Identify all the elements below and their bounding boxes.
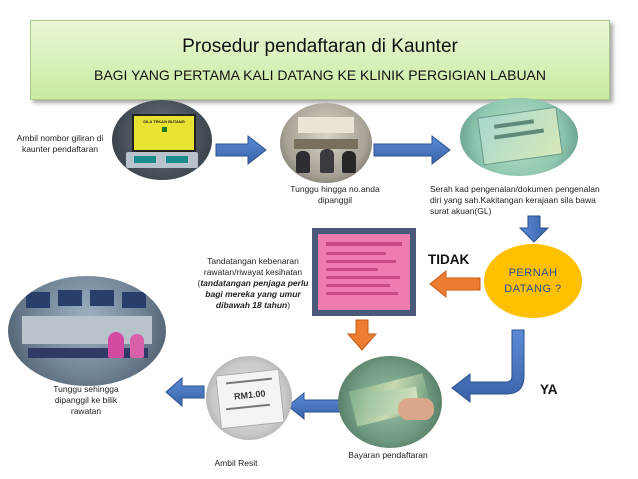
header-banner: Prosedur pendaftaran di Kaunter BAGI YAN… [30, 20, 610, 100]
arrow-payment-to-receipt [287, 391, 341, 421]
decision-pernah-datang: PERNAH DATANG ? [484, 244, 582, 318]
kiosk-buttons [126, 152, 198, 168]
kiosk-screen-text: SILA TEKAN BUTANG [143, 119, 185, 124]
tidak-label: TIDAK [428, 252, 470, 267]
kiosk-screen: SILA TEKAN BUTANG [132, 114, 196, 152]
arrow-ya [451, 329, 525, 404]
payment-caption: Bayaran pendaftaran [348, 450, 428, 460]
decision-label: PERNAH DATANG ? [504, 267, 562, 295]
arrow-id-to-decision [518, 215, 550, 243]
kiosk-photo: SILA TEKAN BUTANG [112, 100, 212, 180]
form-photo [312, 228, 416, 316]
receipt-photo: RM1.00 [206, 356, 292, 440]
waiting-photo [280, 103, 372, 183]
page-title: Prosedur pendaftaran di Kaunter [182, 36, 458, 57]
arrow-wait-to-id [373, 134, 451, 166]
payment-photo [338, 356, 442, 448]
form-caption-emphasis: tandatangan penjaga perlu bagi mereka ya… [200, 278, 309, 310]
form-caption-open: ( [197, 278, 201, 288]
form-caption-close: ) [287, 300, 291, 310]
id-photo [460, 98, 578, 176]
kiosk-caption: Ambil nombor giliran di kaunter pendafta… [16, 133, 104, 154]
wait-caption: Tunggu hingga no.anda dipanggil [290, 184, 380, 205]
form-caption-plain: Tandatangan kebenaran rawatan/riwayat ke… [203, 256, 303, 277]
ya-label: YA [540, 382, 558, 397]
arrow-receipt-to-waitroom [165, 376, 205, 408]
page-subtitle: BAGI YANG PERTAMA KALI DATANG KE KLINIK … [93, 67, 547, 83]
arrow-kiosk-to-wait [215, 134, 267, 166]
arrow-form-to-payment [346, 319, 378, 351]
arrow-tidak [429, 269, 481, 299]
waitroom-photo [8, 276, 166, 386]
form-caption: Tandatangan kebenaran rawatan/riwayat ke… [196, 256, 310, 311]
waitroom-caption: Tunggu sehingga dipanggil ke bilik rawat… [53, 384, 119, 416]
id-caption: Serah kad pengenalan/dokumen pengenalan … [430, 184, 600, 216]
receipt-caption: Ambil Resit [214, 458, 258, 468]
